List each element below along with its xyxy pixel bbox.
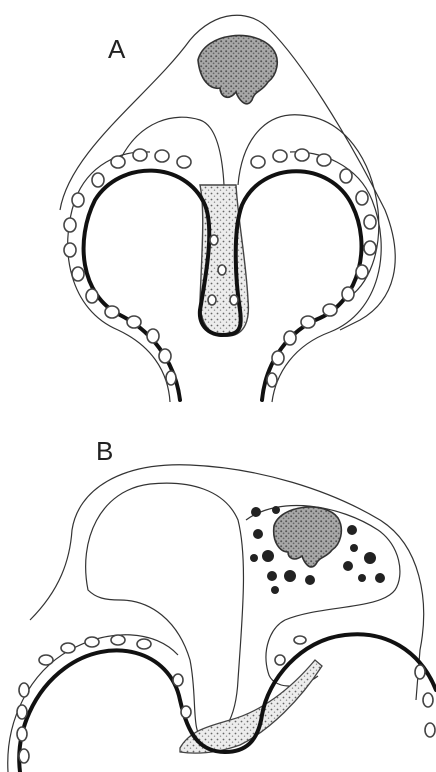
panel-a-right-lobe xyxy=(232,171,362,400)
panel-b-nucleus xyxy=(274,507,342,567)
panel-b-label: B xyxy=(96,436,113,466)
panel-a-nucleus xyxy=(198,36,277,104)
panel-b-vacuole xyxy=(86,483,244,740)
panel-a-cells-right xyxy=(251,149,376,387)
panel-b: B xyxy=(8,436,436,772)
panel-a: A xyxy=(60,15,395,402)
panel-b-right-lobe xyxy=(225,634,436,752)
panel-b-cell-outline xyxy=(30,465,424,700)
panel-a-label: A xyxy=(108,34,126,64)
panel-b-cells-left xyxy=(17,635,191,763)
